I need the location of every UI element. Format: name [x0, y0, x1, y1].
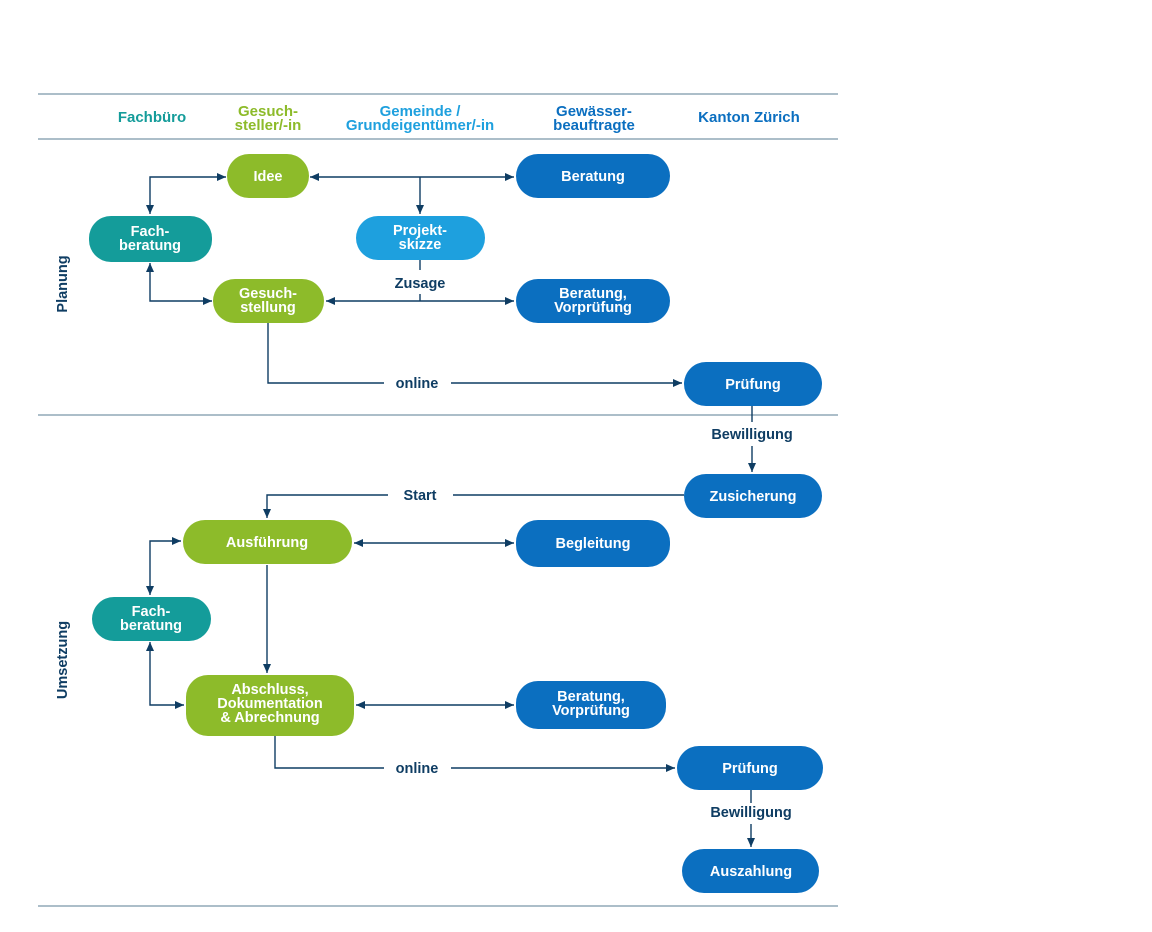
label-line: Vorprüfung [554, 300, 632, 316]
label-line: Gemeinde / [380, 103, 462, 120]
node-zusicherung: Zusicherung [684, 474, 822, 518]
label-line: Fach- [132, 604, 171, 620]
label-line: skizze [399, 237, 442, 253]
column-header-gesuchsteller: Gesuch-steller/-in [235, 103, 302, 134]
edge-label-bewilligung-2: Bewilligung [710, 805, 791, 821]
label-line: Auszahlung [710, 864, 792, 880]
label-line: Beratung, [559, 286, 627, 302]
label-line: Gewässer- [556, 103, 632, 120]
svg-text:Fach-beratung: Fach-beratung [120, 604, 182, 634]
phase-label-umsetzung: Umsetzung [55, 621, 71, 699]
label-line: Gesuch- [238, 103, 298, 120]
phase-label-planung: Planung [55, 255, 71, 312]
svg-text:Beratung,Vorprüfung: Beratung,Vorprüfung [552, 689, 630, 719]
svg-text:Auszahlung: Auszahlung [710, 864, 792, 880]
label-line: & Abrechnung [220, 710, 319, 726]
svg-text:Prüfung: Prüfung [725, 377, 781, 393]
edge-label-online-2: online [396, 761, 439, 777]
node-auszahlung: Auszahlung [682, 849, 819, 893]
label-line: Kanton Zürich [698, 109, 800, 126]
node-beratung-vorpruefung-umsetzung: Beratung,Vorprüfung [516, 681, 666, 729]
svg-text:Fach-beratung: Fach-beratung [119, 224, 181, 254]
svg-text:Begleitung: Begleitung [556, 536, 631, 552]
column-header-gemeinde: Gemeinde /Grundeigentümer/-in [346, 103, 494, 134]
label-line: Fachbüro [118, 109, 186, 126]
edge-fachberatung-idee [146, 173, 226, 214]
column-header-gewaesser: Gewässer-beauftragte [553, 103, 635, 134]
svg-text:Idee: Idee [253, 169, 282, 185]
svg-text:Projekt-skizze: Projekt-skizze [393, 223, 447, 253]
edge-label-start: Start [403, 488, 436, 504]
label-line: beratung [120, 618, 182, 634]
label-line: beratung [119, 238, 181, 254]
node-gesuchstellung: Gesuch-stellung [213, 279, 324, 323]
label-line: Abschluss, [231, 682, 308, 698]
label-line: Beratung [561, 169, 625, 185]
node-fachberatung-umsetzung: Fach-beratung [92, 597, 211, 641]
label-line: Fach- [131, 224, 170, 240]
node-fachberatung-planung: Fach-beratung [89, 216, 212, 262]
label-line: Projekt- [393, 223, 447, 239]
label-line: Zusicherung [709, 489, 796, 505]
label-line: Gesuch- [239, 286, 297, 302]
svg-text:Abschluss,Dokumentation& Abrec: Abschluss,Dokumentation& Abrechnung [217, 682, 323, 726]
column-header-fachbuero: Fachbüro [118, 109, 186, 126]
edge-start-ausfuehrung [263, 494, 388, 518]
label-line: Begleitung [556, 536, 631, 552]
node-pruefung-planung: Prüfung [684, 362, 822, 406]
label-line: Dokumentation [217, 696, 323, 712]
node-abschluss: Abschluss,Dokumentation& Abrechnung [186, 675, 354, 736]
edge-label-zusage: Zusage [395, 276, 446, 292]
node-beratung-vorpruefung-planung: Beratung,Vorprüfung [516, 279, 670, 323]
node-ausfuehrung: Ausführung [183, 520, 352, 564]
label-line: Prüfung [722, 761, 778, 777]
svg-text:Ausführung: Ausführung [226, 535, 308, 551]
node-pruefung-umsetzung: Prüfung [677, 746, 823, 790]
label-line: Beratung, [557, 689, 625, 705]
node-beratung: Beratung [516, 154, 670, 198]
label-line: Vorprüfung [552, 703, 630, 719]
label-line: Prüfung [725, 377, 781, 393]
label-line: stellung [240, 300, 296, 316]
label-line: Idee [253, 169, 282, 185]
label-line: beauftragte [553, 117, 635, 134]
edge-fachberatung2-ausfuehrung [146, 537, 181, 595]
svg-text:Beratung: Beratung [561, 169, 625, 185]
label-line: Ausführung [226, 535, 308, 551]
node-idee: Idee [227, 154, 309, 198]
edge-fachberatung2-abschluss [146, 642, 184, 709]
label-line: steller/-in [235, 117, 302, 134]
label-line: Grundeigentümer/-in [346, 117, 494, 134]
column-header-kanton: Kanton Zürich [698, 109, 800, 126]
svg-text:Beratung,Vorprüfung: Beratung,Vorprüfung [554, 286, 632, 316]
edge-label-online-1: online [396, 376, 439, 392]
node-begleitung: Begleitung [516, 520, 670, 567]
svg-text:Gesuch-stellung: Gesuch-stellung [239, 286, 297, 316]
edge-abschluss-online [274, 736, 384, 769]
edge-fachberatung-gesuchstellung [146, 263, 212, 305]
svg-text:Prüfung: Prüfung [722, 761, 778, 777]
edge-gesuchstellung-online [267, 323, 384, 384]
node-projektskizze: Projekt-skizze [356, 216, 485, 260]
svg-text:Zusicherung: Zusicherung [709, 489, 796, 505]
edge-label-bewilligung-1: Bewilligung [711, 427, 792, 443]
